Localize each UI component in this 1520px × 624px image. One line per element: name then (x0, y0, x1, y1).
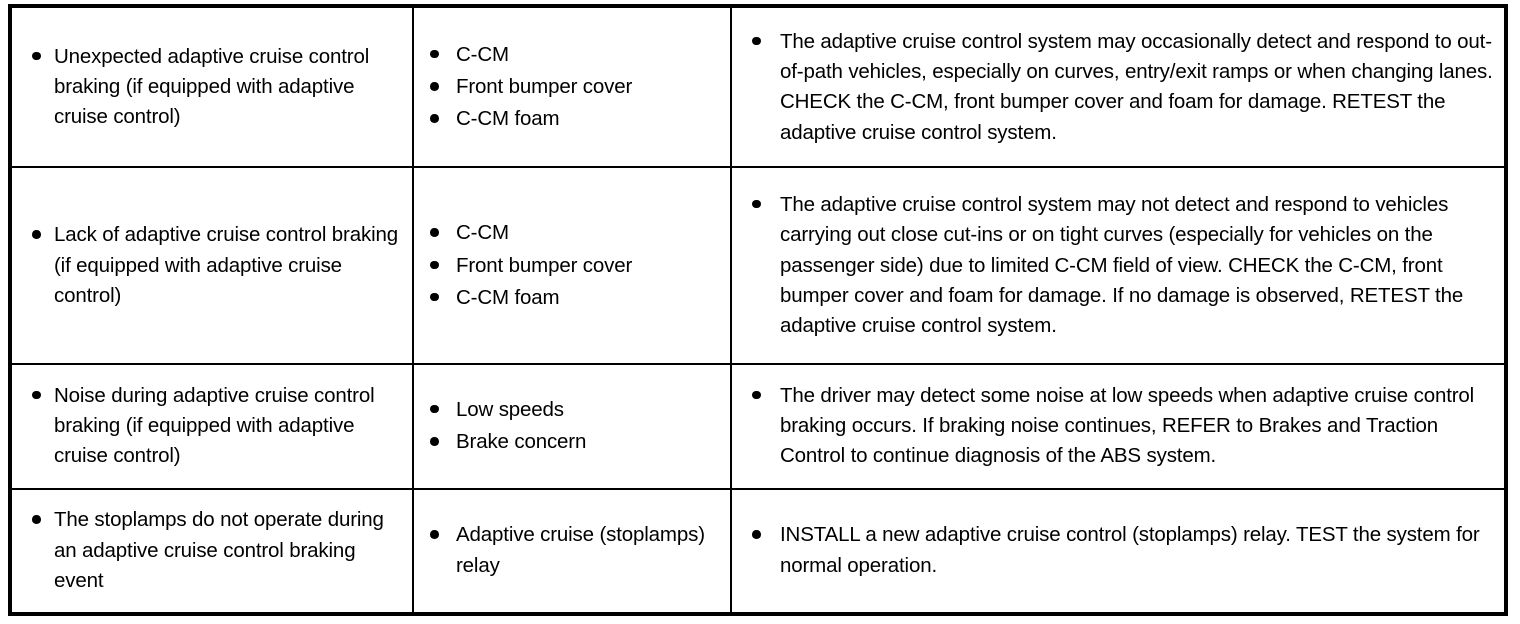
possible-sources-list: C-CM Front bumper cover C-CM foam (428, 40, 720, 135)
cell-condition: The stoplamps do not operate during an a… (12, 488, 414, 612)
bullet-icon (752, 390, 761, 400)
bullet-icon (430, 114, 439, 123)
list-item-text: C-CM foam (456, 107, 560, 131)
cell-possible-sources: C-CM Front bumper cover C-CM foam (413, 167, 732, 365)
bullet-icon (430, 228, 439, 237)
bullet-icon (752, 36, 761, 46)
bullet-icon (32, 515, 41, 524)
action-list: The adaptive cruise control system may o… (746, 27, 1494, 148)
list-item: Low speeds (428, 395, 720, 425)
list-item: INSTALL a new adaptive cruise control (s… (746, 520, 1494, 581)
list-item-text: The adaptive cruise control system may o… (780, 29, 1493, 144)
diagnostic-table-container: Unexpected adaptive cruise control braki… (8, 4, 1508, 616)
list-item-text: Front bumper cover (456, 253, 633, 277)
list-item: The adaptive cruise control system may n… (746, 190, 1494, 342)
list-item-text: The driver may detect some noise at low … (780, 383, 1475, 468)
list-item-text: The stoplamps do not operate during an a… (54, 508, 384, 592)
list-item-text: Lack of adaptive cruise control braking … (54, 223, 398, 307)
bullet-icon (430, 49, 439, 59)
list-item-text: The adaptive cruise control system may n… (780, 192, 1464, 338)
list-item-text: Brake concern (456, 430, 587, 454)
cell-condition: Noise during adaptive cruise control bra… (12, 363, 414, 490)
list-item: Brake concern (428, 427, 720, 457)
table-row: Lack of adaptive cruise control braking … (12, 167, 1504, 365)
bullet-icon (430, 530, 439, 539)
bullet-icon (430, 260, 439, 270)
diagnostic-symptom-table: Unexpected adaptive cruise control braki… (12, 8, 1504, 612)
cell-condition: Unexpected adaptive cruise control braki… (12, 8, 414, 169)
list-item-text: C-CM (456, 42, 509, 66)
table-body: Unexpected adaptive cruise control braki… (12, 8, 1504, 612)
list-item-text: C-CM (456, 221, 509, 245)
list-item: The adaptive cruise control system may o… (746, 27, 1494, 148)
cell-action: INSTALL a new adaptive cruise control (s… (731, 489, 1504, 612)
possible-sources-list: Adaptive cruise (stoplamps) relay (428, 520, 720, 581)
cell-condition: Lack of adaptive cruise control braking … (12, 167, 414, 365)
possible-sources-list: Low speeds Brake concern (428, 395, 720, 458)
list-item: Front bumper cover (428, 251, 720, 281)
list-item: The stoplamps do not operate during an a… (26, 505, 402, 596)
bullet-icon (430, 82, 439, 91)
list-item-text: Adaptive cruise (stoplamps) relay (456, 523, 705, 577)
list-item-text: Unexpected adaptive cruise control braki… (54, 44, 370, 129)
condition-list: The stoplamps do not operate during an a… (26, 505, 402, 596)
list-item: Noise during adaptive cruise control bra… (26, 381, 402, 472)
list-item: C-CM foam (428, 283, 720, 313)
bullet-icon (430, 292, 439, 302)
bullet-icon (752, 199, 761, 209)
condition-list: Noise during adaptive cruise control bra… (26, 381, 402, 472)
table-row: Unexpected adaptive cruise control braki… (12, 8, 1504, 169)
list-item-text: C-CM foam (456, 285, 560, 309)
cell-action: The adaptive cruise control system may o… (731, 8, 1504, 169)
condition-list: Unexpected adaptive cruise control braki… (26, 42, 402, 133)
list-item-text: Noise during adaptive cruise control bra… (54, 383, 375, 468)
bullet-icon (430, 404, 439, 414)
list-item-text: Front bumper cover (456, 75, 633, 99)
bullet-icon (32, 390, 41, 400)
list-item-text: INSTALL a new adaptive cruise control (s… (780, 523, 1480, 577)
action-list: INSTALL a new adaptive cruise control (s… (746, 520, 1494, 581)
condition-list: Lack of adaptive cruise control braking … (26, 220, 402, 311)
cell-action: The adaptive cruise control system may n… (731, 167, 1504, 365)
bullet-icon (32, 230, 41, 239)
cell-possible-sources: Adaptive cruise (stoplamps) relay (413, 488, 732, 612)
list-item: Front bumper cover (428, 72, 720, 102)
list-item: C-CM foam (428, 104, 720, 134)
action-list: The adaptive cruise control system may n… (746, 190, 1494, 342)
cell-possible-sources: Low speeds Brake concern (413, 363, 732, 490)
list-item: Unexpected adaptive cruise control braki… (26, 42, 402, 133)
cell-action: The driver may detect some noise at low … (731, 363, 1504, 490)
bullet-icon (430, 437, 439, 446)
list-item: C-CM (428, 40, 720, 70)
cell-possible-sources: C-CM Front bumper cover C-CM foam (413, 8, 732, 169)
possible-sources-list: C-CM Front bumper cover C-CM foam (428, 218, 720, 313)
list-item: Lack of adaptive cruise control braking … (26, 220, 402, 311)
bullet-icon (32, 51, 41, 61)
list-item: C-CM (428, 218, 720, 248)
list-item: Adaptive cruise (stoplamps) relay (428, 520, 720, 581)
table-row: Noise during adaptive cruise control bra… (12, 363, 1504, 490)
bullet-icon (752, 530, 761, 539)
table-row: The stoplamps do not operate during an a… (12, 488, 1504, 612)
list-item-text: Low speeds (456, 397, 564, 421)
list-item: The driver may detect some noise at low … (746, 381, 1494, 472)
action-list: The driver may detect some noise at low … (746, 381, 1494, 472)
